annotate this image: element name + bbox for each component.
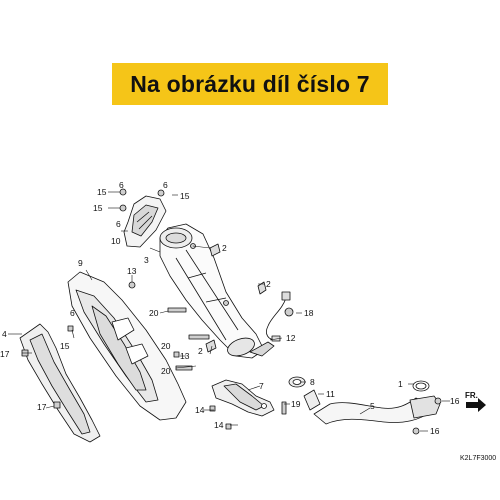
callout-8: 8 — [310, 377, 315, 387]
callout-3: 3 — [144, 255, 149, 265]
callout-10: 10 — [111, 236, 121, 246]
part-11-seal — [303, 389, 321, 411]
part-9-side-cover — [67, 271, 187, 421]
callout-13: 13 — [127, 266, 137, 276]
part-4-protector — [19, 323, 101, 443]
callout-14: 14 — [195, 405, 205, 415]
part-7-bracket — [211, 379, 275, 417]
part-1-gasket-ring — [412, 380, 430, 392]
callout-15: 15 — [60, 341, 70, 351]
callout-20: 20 — [161, 366, 171, 376]
drawing-code: K2L7F3000 — [460, 455, 496, 462]
callout-2: 2 — [222, 243, 227, 253]
callout-15: 15 — [180, 191, 190, 201]
callout-12: 12 — [286, 333, 296, 343]
part-3-muffler — [159, 223, 275, 359]
callout-6: 6 — [70, 308, 75, 318]
callout-17: 17 — [37, 402, 47, 412]
callout-13: 13 — [180, 351, 190, 361]
callout-16: 16 — [450, 396, 460, 406]
callout-4: 4 — [2, 329, 7, 339]
leader-lines — [8, 191, 450, 432]
callout-15: 15 — [93, 203, 103, 213]
callout-9: 9 — [78, 258, 83, 268]
callout-16: 16 — [430, 426, 440, 436]
callout-6: 6 — [163, 180, 168, 190]
direction-label: FR. — [465, 391, 478, 400]
front-direction-arrow-icon — [466, 398, 486, 412]
callout-19: 19 — [291, 399, 301, 409]
part-number-banner: Na obrázku díl číslo 7 — [112, 63, 388, 105]
callout-numbers: 15 6 15 6 6 15 10 2 3 9 13 20 2 18 6 4 1… — [0, 180, 496, 462]
callout-6: 6 — [116, 219, 121, 229]
part-5-exhaust-pipe — [313, 395, 441, 425]
callout-18: 18 — [304, 308, 314, 318]
callout-20: 20 — [161, 341, 171, 351]
callout-11: 11 — [326, 389, 335, 399]
part-2-brackets — [205, 243, 267, 353]
callout-1: 1 — [398, 379, 403, 389]
callout-2: 2 — [198, 346, 203, 356]
callout-14: 14 — [214, 420, 224, 430]
callout-6: 6 — [119, 180, 124, 190]
callout-15: 15 — [97, 187, 107, 197]
callout-2: 2 — [266, 279, 271, 289]
callout-5: 5 — [370, 401, 375, 411]
callout-17: 17 — [0, 349, 10, 359]
part-10-heat-guard — [123, 195, 167, 248]
callout-7: 7 — [259, 381, 264, 391]
callout-20: 20 — [149, 308, 159, 318]
